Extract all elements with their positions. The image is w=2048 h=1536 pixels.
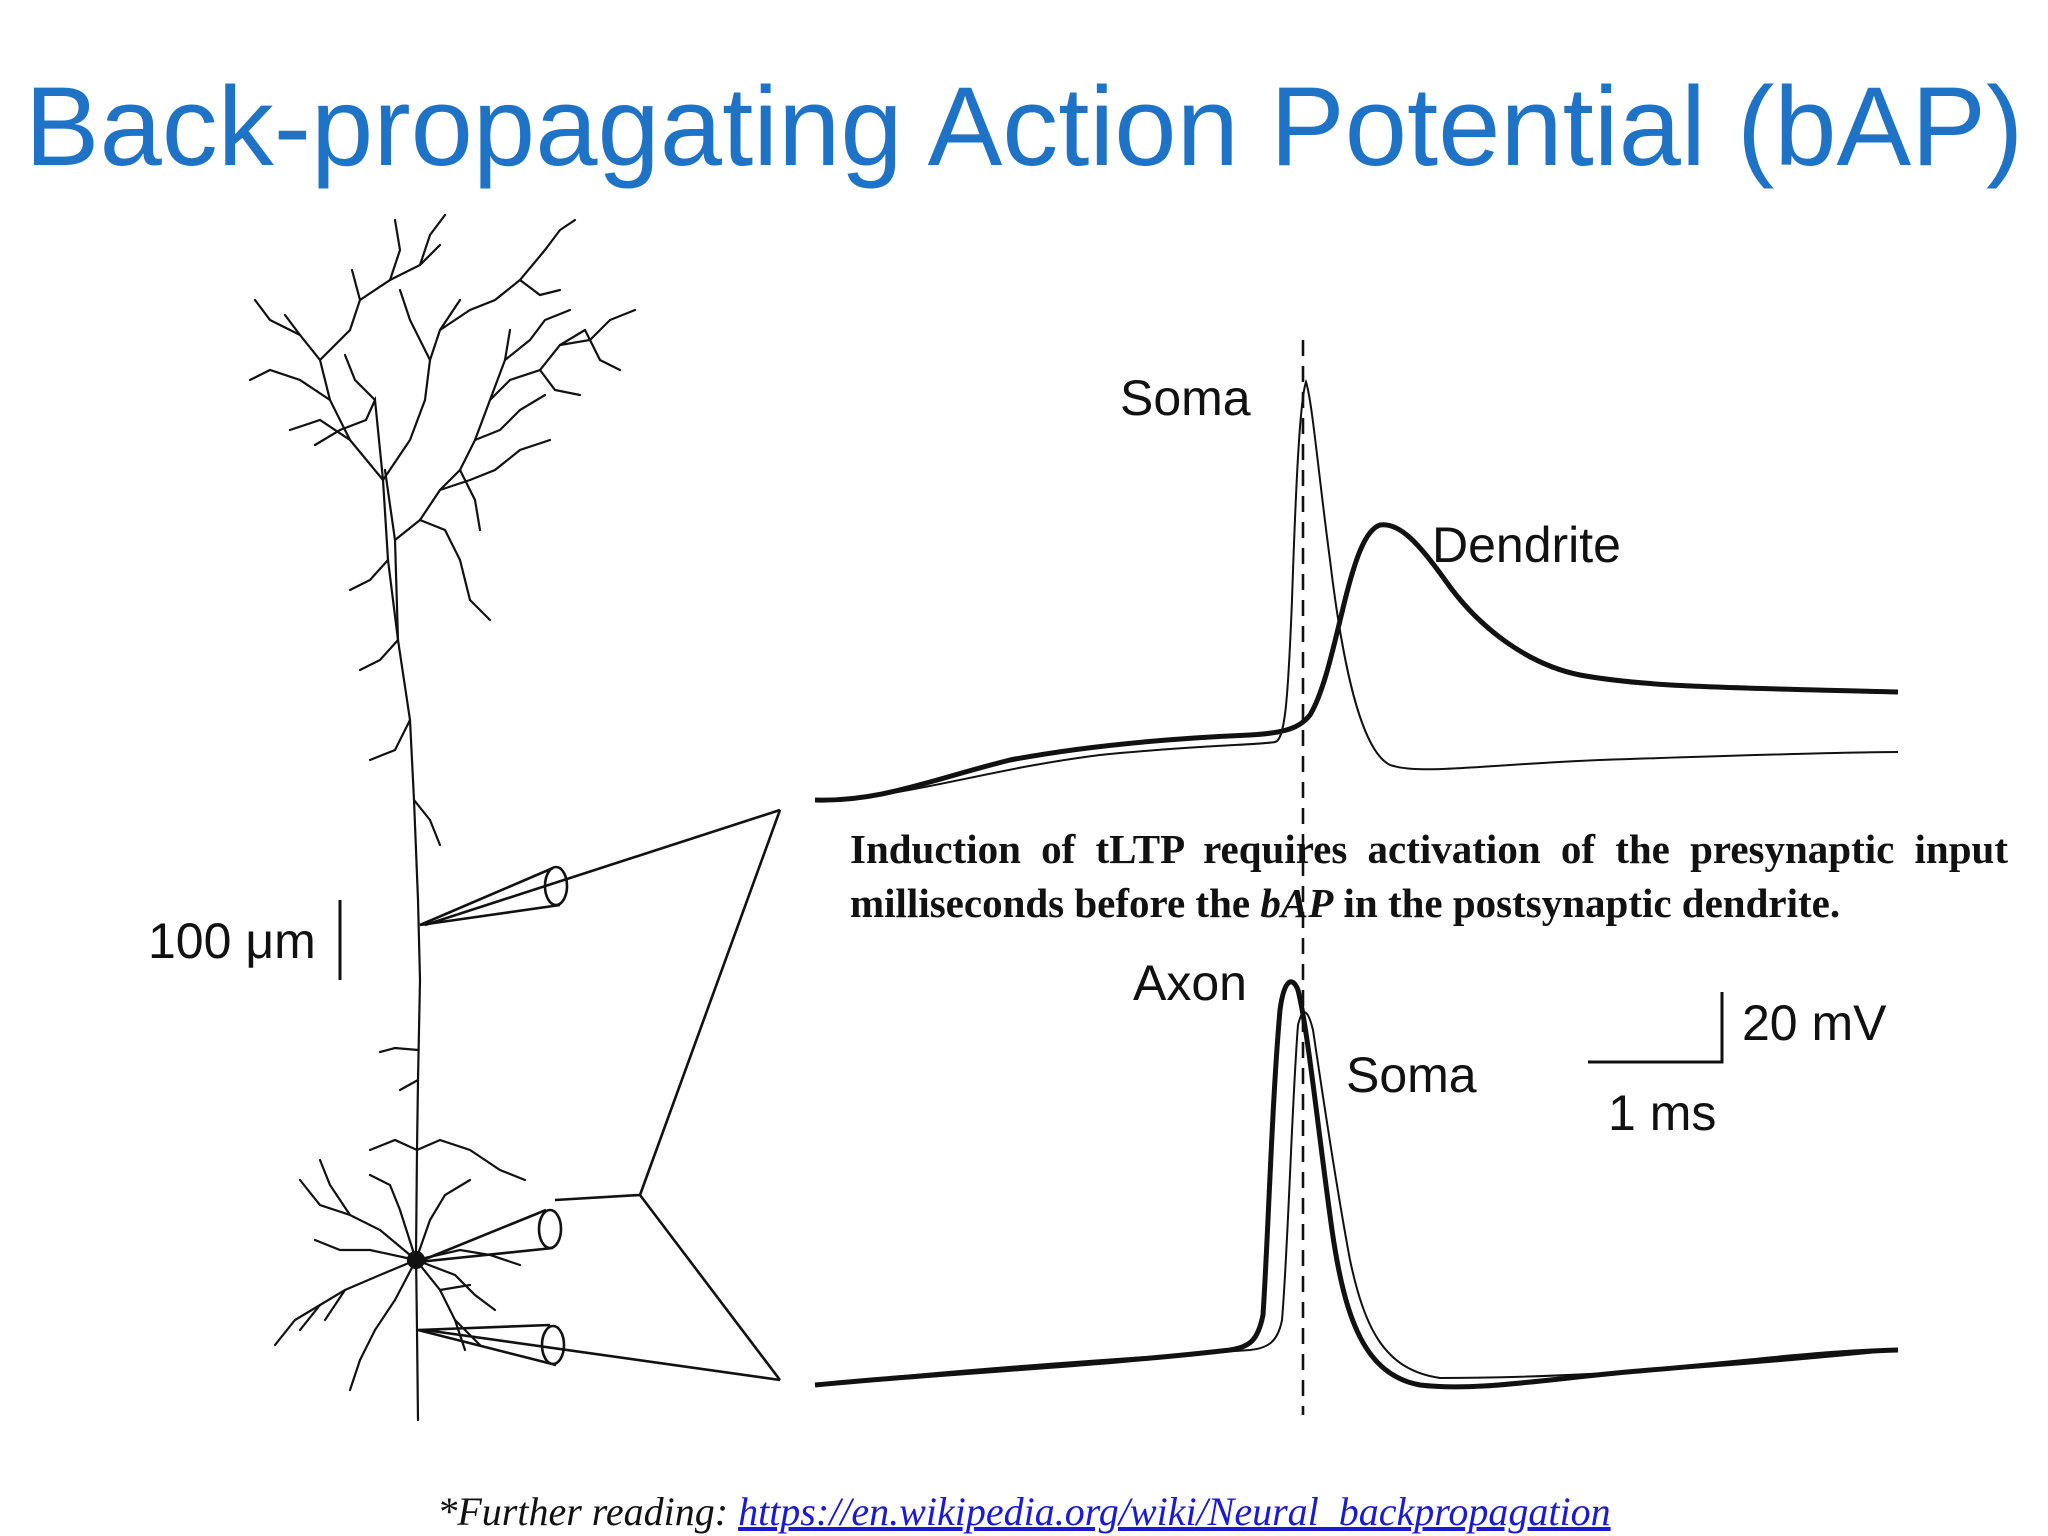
caption-before: Induction of tLTP requires activation of… (850, 826, 2008, 926)
neuron-scale-bar-label: 100 μm (148, 913, 316, 969)
caption-after: in the postsynaptic dendrite. (1333, 880, 1841, 926)
trace-scale-bar (1588, 992, 1724, 1064)
further-reading-link[interactable]: https://en.wikipedia.org/wiki/Neural_bac… (738, 1489, 1611, 1534)
slide-title: Back-propagating Action Potential (bAP) (24, 64, 2024, 189)
upper-soma-trace (814, 378, 1899, 801)
neuron-drawing (248, 213, 637, 1422)
further-reading: *Further reading: https://en.wikipedia.o… (0, 1488, 2048, 1535)
further-reading-prefix: *Further reading: (437, 1489, 739, 1534)
lower-axon-trace (814, 979, 1899, 1390)
caption-text: Induction of tLTP requires activation of… (850, 822, 2008, 930)
scale-bar-time-label: 1 ms (1608, 1085, 1716, 1141)
scale-bar-voltage-label: 20 mV (1742, 995, 1887, 1051)
lower-axon-label: Axon (1133, 955, 1247, 1011)
upper-dendrite-label: Dendrite (1432, 517, 1621, 573)
upper-dendrite-trace (814, 522, 1899, 803)
electrode-dendrite (419, 865, 569, 927)
lower-soma-label: Soma (1346, 1047, 1477, 1103)
electrode-axon (417, 1323, 566, 1367)
zoom-lines (424, 808, 782, 1382)
caption-emphasis: bAP (1260, 880, 1334, 926)
upper-soma-label: Soma (1120, 370, 1251, 426)
electrode-soma (417, 1208, 563, 1264)
